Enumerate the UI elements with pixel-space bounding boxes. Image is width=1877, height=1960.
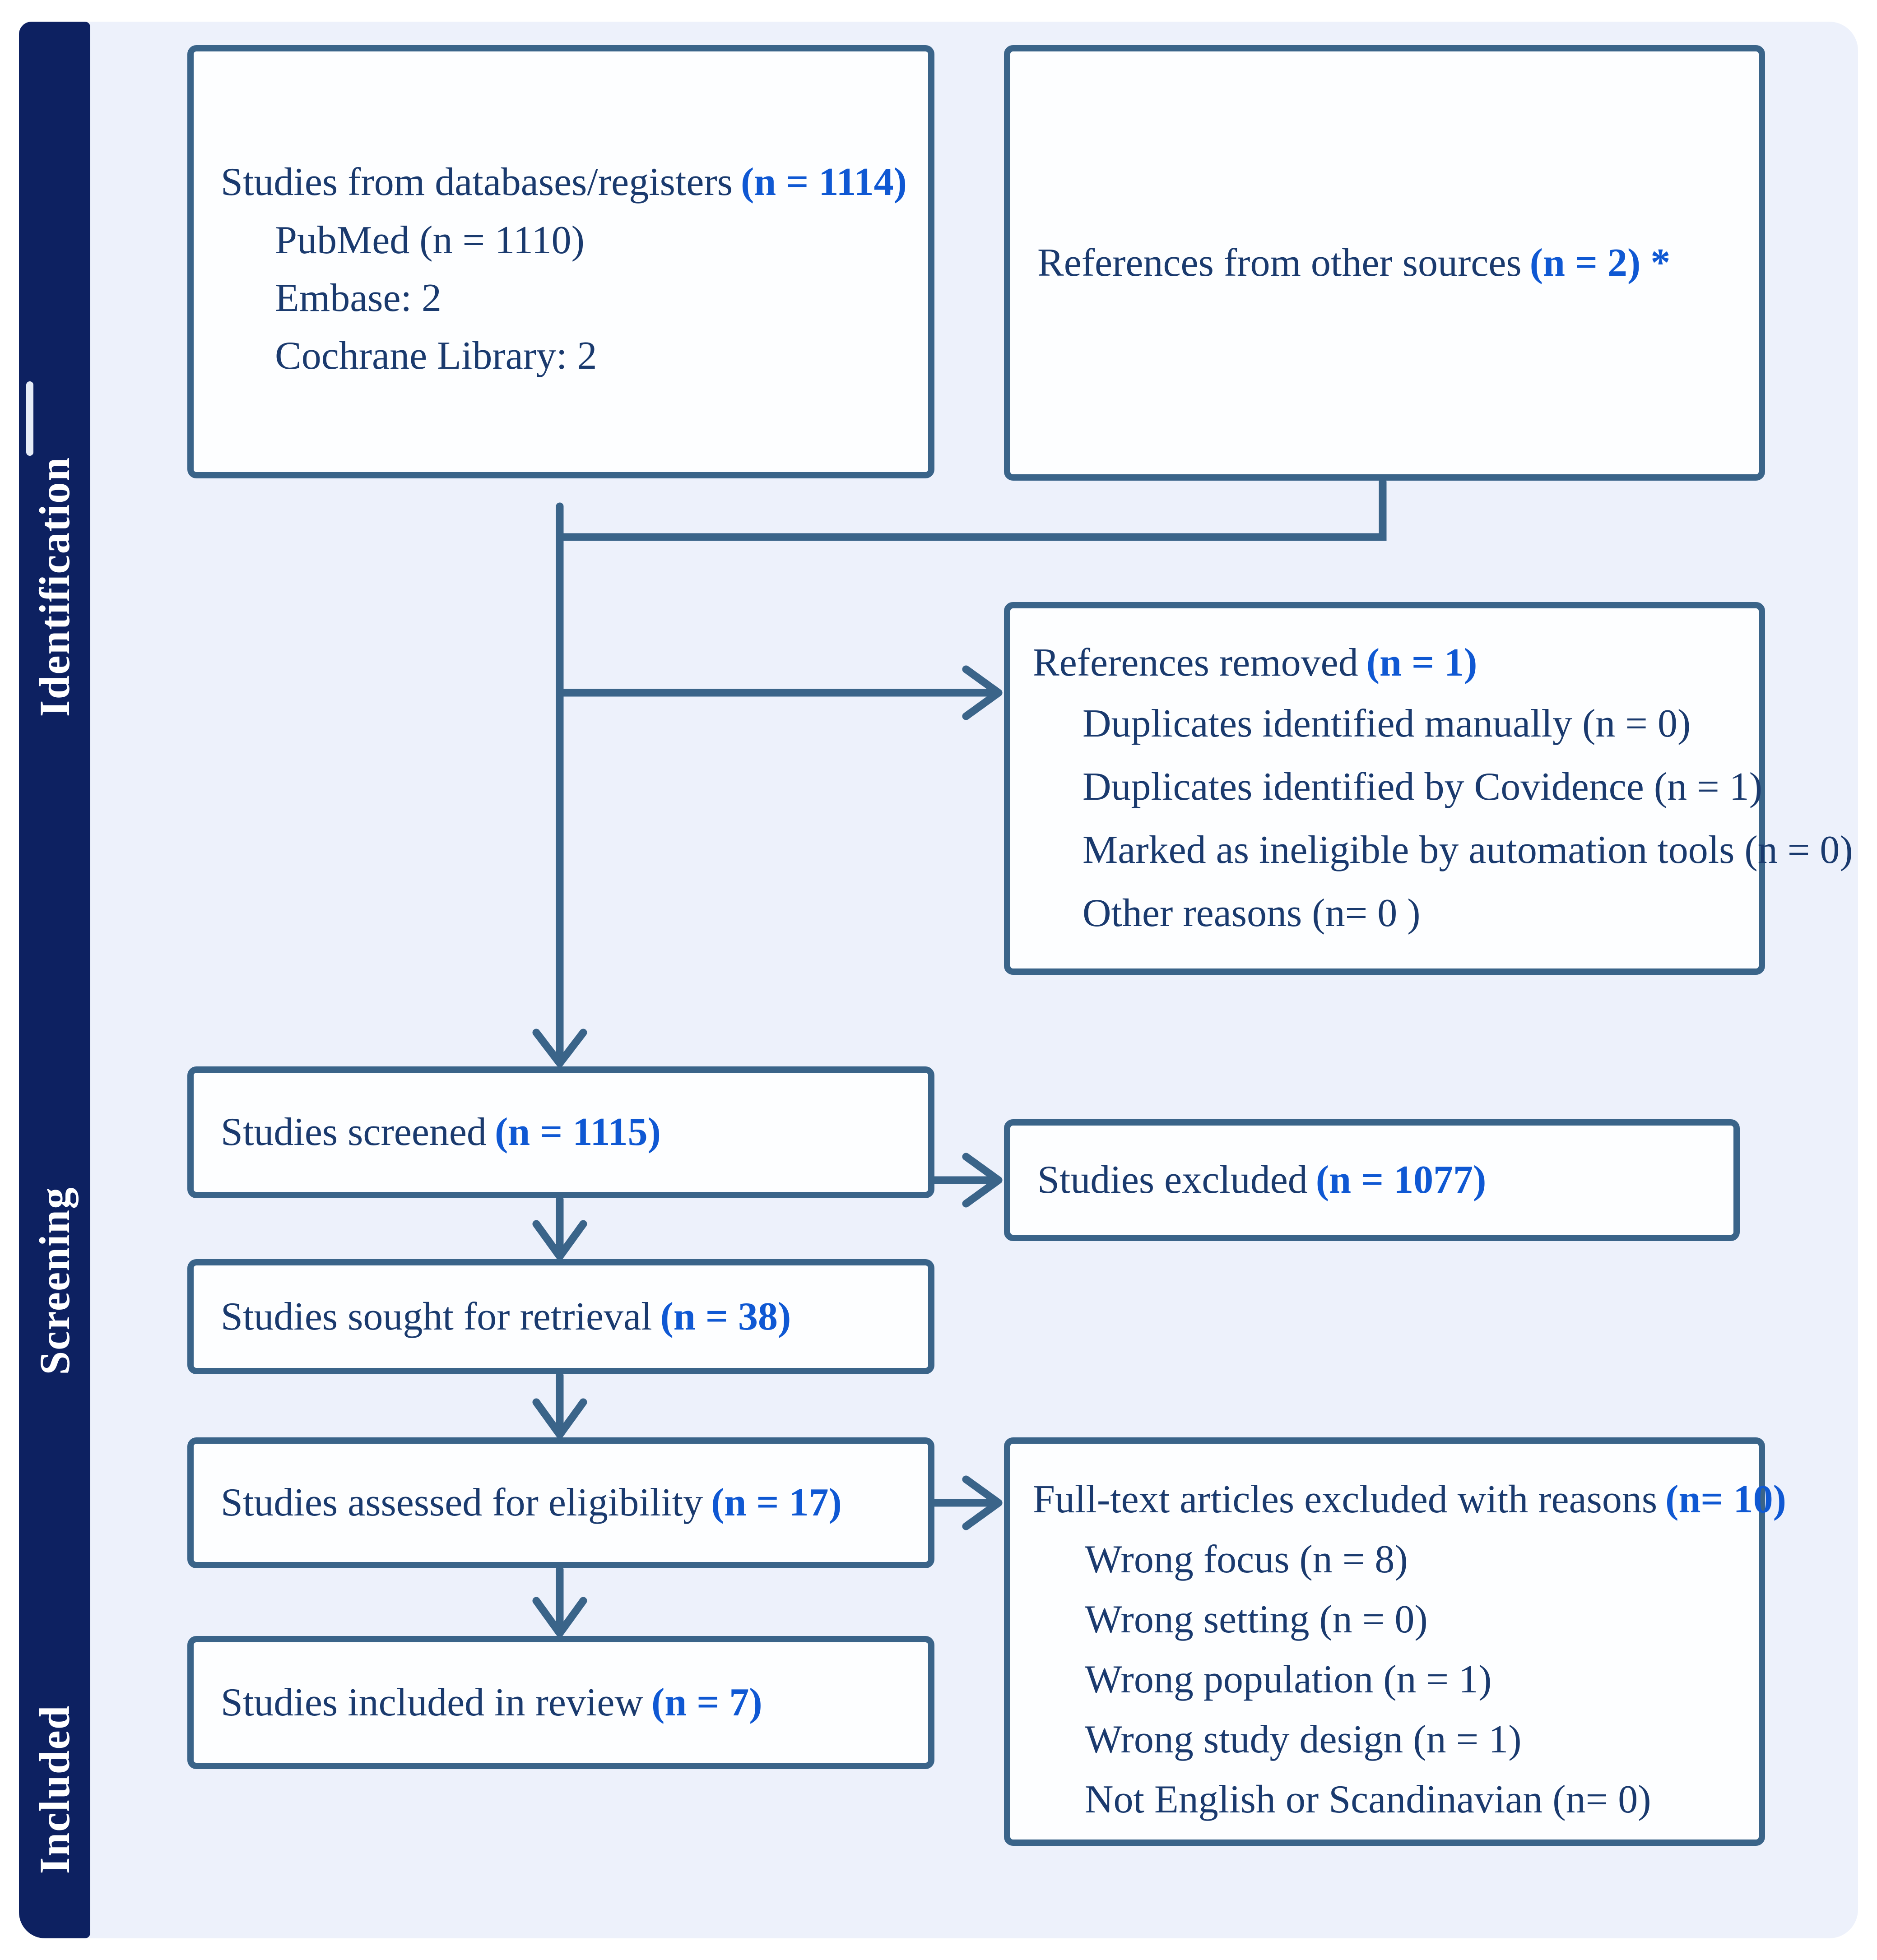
list-item: Marked as ineligible by automation tools… (1083, 828, 1853, 872)
box-count: (n = 1115) (494, 1110, 661, 1154)
box-count: (n = 1077) (1315, 1158, 1487, 1202)
box-title-text: Studies from databases/registers (221, 160, 733, 204)
box-title: Full-text articles excluded with reasons… (1033, 1470, 1786, 1529)
box-title: Studies assessed for eligibility(n = 17) (221, 1473, 842, 1532)
box-count: (n = 2) * (1529, 241, 1671, 285)
box-title: References from other sources(n = 2) * (1037, 234, 1670, 292)
box-count: (n = 1114) (740, 160, 907, 204)
box-studies-sought: Studies sought for retrieval(n = 38) (187, 1259, 934, 1374)
box-title-text: References from other sources (1037, 241, 1522, 285)
box-item-list: PubMed (n = 1110) Embase: 2 Cochrane Lib… (221, 212, 915, 385)
box-title: Studies sought for retrieval(n = 38) (221, 1288, 791, 1346)
box-studies-from-databases: Studies from databases/registers(n = 111… (187, 45, 934, 478)
list-item: Wrong population (n = 1) (1085, 1658, 1492, 1701)
box-count: (n = 1) (1366, 641, 1477, 685)
stage-label-included: Included (31, 1705, 79, 1874)
list-item: Wrong study design (n = 1) (1085, 1718, 1522, 1761)
box-studies-assessed: Studies assessed for eligibility(n = 17) (187, 1437, 934, 1568)
box-title-text: Studies screened (221, 1110, 487, 1154)
box-title-text: Studies assessed for eligibility (221, 1481, 703, 1524)
box-title: Studies from databases/registers(n = 111… (221, 153, 915, 212)
box-fulltext-excluded: Full-text articles excluded with reasons… (1004, 1437, 1786, 1846)
list-item: Cochrane Library: 2 (275, 334, 597, 378)
box-title-text: Studies excluded (1037, 1158, 1308, 1202)
box-studies-excluded: Studies excluded(n = 1077) (1004, 1119, 1740, 1241)
box-studies-included: Studies included in review(n = 7) (187, 1636, 934, 1769)
box-title: Studies included in review(n = 7) (221, 1673, 762, 1732)
stage-label-identification: Identification (31, 456, 79, 717)
box-references-other-sources: References from other sources(n = 2) * (1004, 45, 1765, 481)
sidebar-dash (26, 381, 33, 456)
box-count: (n = 38) (660, 1294, 791, 1339)
list-item: PubMed (n = 1110) (275, 218, 585, 262)
box-title-text: References removed (1033, 641, 1358, 685)
box-title-text: Studies sought for retrieval (221, 1294, 652, 1339)
box-references-removed: References removed(n = 1) Duplicates ide… (1004, 602, 1853, 975)
stage-sidebar (19, 22, 90, 1938)
box-count: (n = 17) (711, 1481, 842, 1524)
box-title-text: Studies included in review (221, 1680, 644, 1724)
box-count: (n= 10) (1665, 1478, 1786, 1521)
box-count: (n = 7) (651, 1680, 762, 1724)
list-item: Wrong setting (n = 0) (1085, 1598, 1428, 1641)
list-item: Wrong focus (n = 8) (1085, 1538, 1408, 1581)
box-title: References removed(n = 1) (1033, 634, 1745, 692)
stage-label-screening: Screening (31, 1186, 79, 1375)
list-item: Duplicates identified manually (n = 0) (1083, 702, 1691, 746)
list-item: Embase: 2 (275, 276, 442, 320)
box-title-text: Full-text articles excluded with reasons (1033, 1478, 1658, 1521)
box-title: Studies screened(n = 1115) (221, 1103, 661, 1162)
box-item-list: Duplicates identified manually (n = 0) D… (1033, 692, 1853, 945)
box-studies-screened: Studies screened(n = 1115) (187, 1066, 934, 1198)
list-item: Other reasons (n= 0 ) (1083, 891, 1421, 935)
list-item: Not English or Scandinavian (n= 0) (1085, 1778, 1651, 1821)
box-title: Studies excluded(n = 1077) (1037, 1151, 1486, 1209)
list-item: Duplicates identified by Covidence (n = … (1083, 765, 1763, 809)
box-item-list: Wrong focus (n = 8) Wrong setting (n = 0… (1033, 1529, 1745, 1830)
